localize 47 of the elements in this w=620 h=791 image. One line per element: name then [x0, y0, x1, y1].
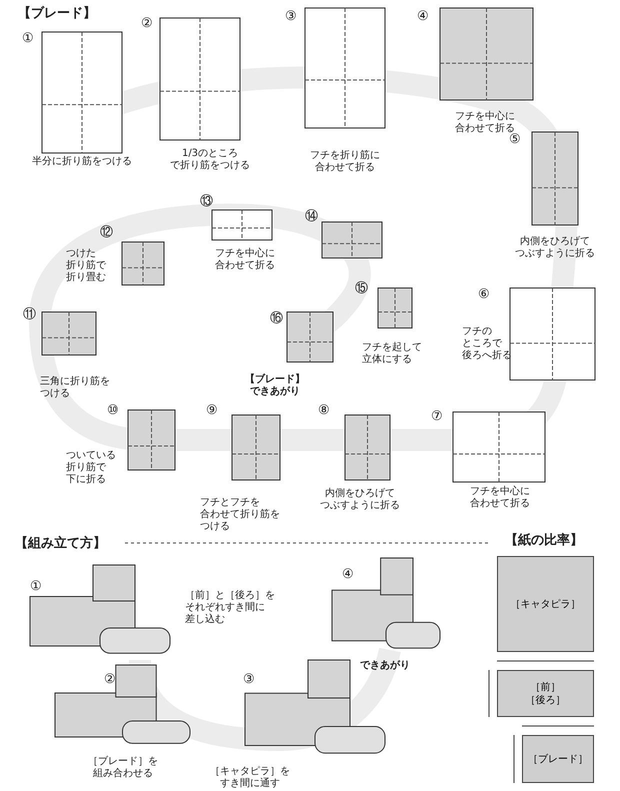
step-instruction: フチとフチを合わせて折り筋をつける: [200, 497, 280, 533]
step-instruction: ［前］と［後ろ］をそれぞれすき間に差し込む: [185, 590, 275, 626]
step-number: ②: [141, 17, 153, 31]
step-instruction: フチを中心に合わせて折る: [455, 111, 515, 134]
step-instruction: 内側をひろげてつぶすように折る: [320, 488, 400, 512]
step-instruction: フチを中心に合わせて折る: [470, 486, 530, 510]
step-instruction: できあがり: [360, 660, 410, 672]
step-instruction: フチを折り筋に合わせて折る: [310, 150, 380, 174]
step-instruction: フチを中心に合わせて折る: [215, 248, 275, 272]
step-number: ④: [342, 568, 354, 582]
section-heading: 【紙の比率】: [505, 533, 583, 548]
step-number: ⑫: [100, 226, 113, 240]
step-number: ③: [285, 10, 297, 24]
step-number: ①: [22, 32, 34, 46]
step-number: ⑯: [270, 312, 283, 326]
step-number: ⑪: [23, 308, 36, 322]
section-heading: 【ブレード】: [18, 6, 96, 21]
step-instruction: ［ブレード］を組み合わせる: [88, 756, 158, 780]
paper-sheet: [497, 670, 594, 717]
step-number: ⑦: [431, 410, 443, 424]
paper-sheet: [497, 556, 594, 652]
step-number: ①: [30, 580, 42, 594]
step-instruction: フチを起して立体にする: [362, 342, 422, 366]
step-number: ④: [417, 10, 429, 24]
step-number: ⑩: [107, 404, 119, 418]
step-number: ⑭: [305, 210, 318, 224]
step-number: ⑨: [206, 404, 218, 418]
step-instruction: 半分に折り筋をつける: [32, 156, 132, 168]
step-number: ⑮: [355, 282, 368, 296]
step-number: ⑥: [478, 288, 490, 302]
sheet-label: ［ブレード］: [528, 752, 588, 766]
sheet-label: ［前］［後ろ］: [526, 680, 566, 706]
step-number: ②: [104, 673, 116, 687]
step-instruction: 三角に折り筋をつける: [40, 376, 110, 400]
step-instruction: 内側をひろげてつぶすように折る: [515, 236, 595, 260]
step-instruction: 1/3のところで折り筋をつける: [170, 148, 250, 172]
step-number: ⑬: [200, 195, 213, 209]
paper-sheet: [522, 735, 594, 783]
step-instruction: ［キャタピラ］をすき間に通す: [210, 766, 290, 790]
step-instruction: つけた折り筋で折り畳む: [66, 248, 106, 284]
step-number: ③: [243, 673, 255, 687]
section-heading: 【組み立て方】: [15, 536, 106, 551]
step-number: ⑤: [509, 133, 521, 147]
step-number: ⑧: [318, 404, 330, 418]
sheet-label: ［キャタピラ］: [510, 598, 580, 610]
step-instruction: ついている折り筋で下に折る: [66, 450, 116, 486]
step-instruction: 【ブレード】できあがり: [245, 374, 305, 398]
